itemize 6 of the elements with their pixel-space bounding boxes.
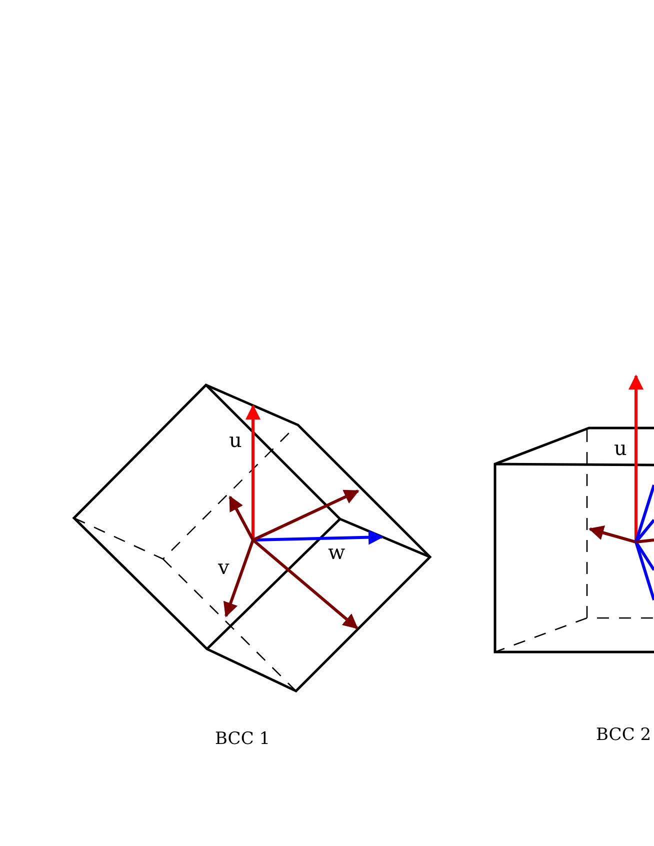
- figure-caption: BCC 2: [596, 727, 652, 744]
- axis-label: u: [229, 430, 242, 450]
- axis-label: u: [614, 438, 627, 458]
- axis-label: v: [218, 557, 230, 577]
- figure-caption: BCC 1: [215, 731, 270, 748]
- axis-label: w: [328, 542, 346, 562]
